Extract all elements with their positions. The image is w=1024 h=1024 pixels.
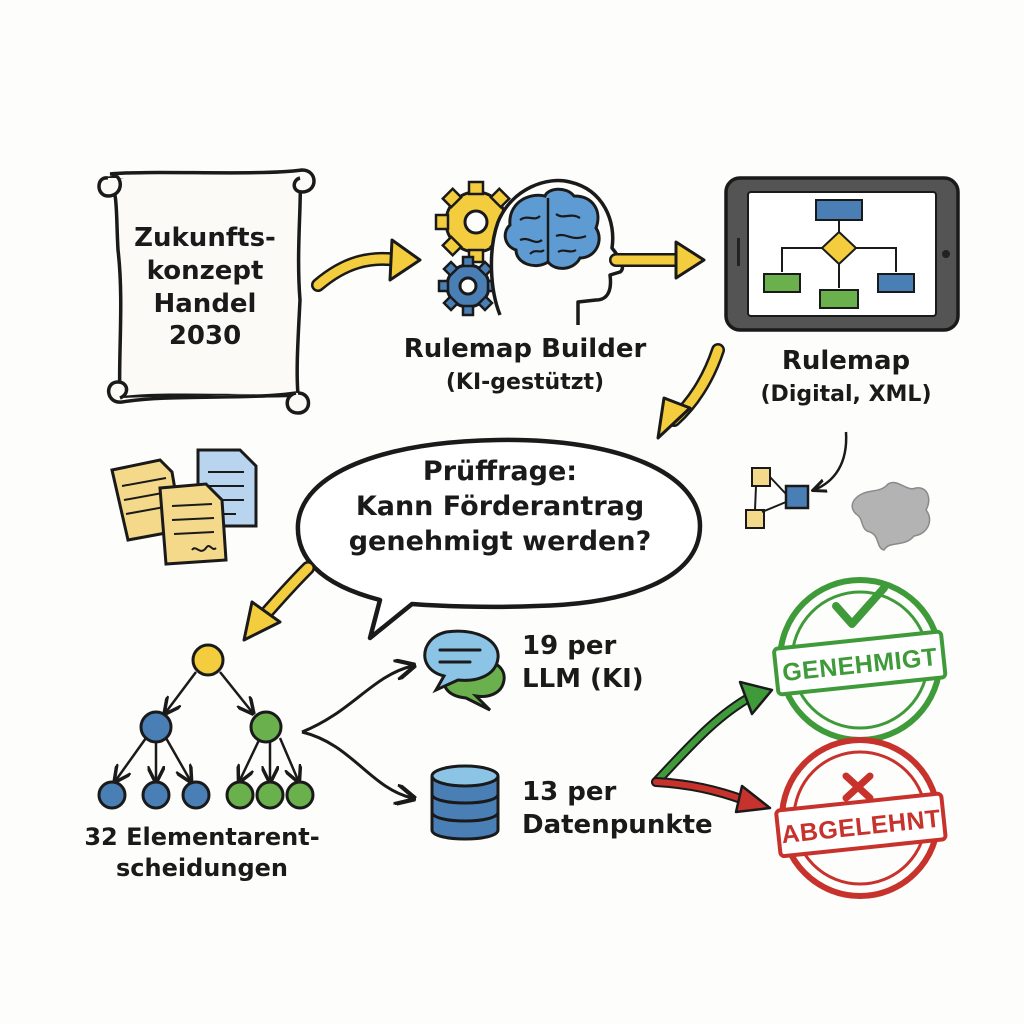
datapoints-label: 13 per Datenpunkte xyxy=(522,777,713,840)
tree-label: 32 Elementarent- scheidungen xyxy=(84,823,320,883)
speech-bubble xyxy=(295,437,703,641)
builder-label: Rulemap Builder (KI-gestützt) xyxy=(380,334,670,397)
decision-tree xyxy=(97,643,315,810)
cross-icon xyxy=(842,772,874,802)
arrow-tree-split xyxy=(301,666,412,798)
gear-icon xyxy=(437,255,499,317)
documents-icon xyxy=(110,448,258,566)
arrow-rulemap-to-question xyxy=(656,343,725,440)
mini-diagram-icon xyxy=(745,431,848,529)
arrow-question-to-tree xyxy=(242,561,315,642)
flowchart-icon xyxy=(763,199,915,309)
rulemap-label: Rulemap (Digital, XML) xyxy=(730,346,962,409)
chat-bubbles-icon xyxy=(423,629,506,712)
check-icon xyxy=(832,584,888,628)
arrow-to-rejected xyxy=(651,777,772,814)
database-icon xyxy=(430,764,500,841)
arrow-to-approved xyxy=(651,680,774,787)
rulemap-subtitle: (Digital, XML) xyxy=(760,381,932,407)
arrow-scroll-to-builder xyxy=(311,238,422,292)
region-map-icon xyxy=(851,481,931,551)
arrow-builder-to-rulemap xyxy=(609,240,706,280)
llm-label: 19 per LLM (KI) xyxy=(522,631,644,694)
builder-title: Rulemap Builder xyxy=(403,334,647,364)
question-text: Prüffrage: Kann Förderantrag genehmigt w… xyxy=(348,456,652,558)
approved-stamp: GENEHMIGT xyxy=(772,577,948,743)
builder-subtitle: (KI-gestützt) xyxy=(445,369,605,395)
scroll-label: Zukunfts- konzept Handel 2030 xyxy=(134,223,276,352)
head-brain-icon xyxy=(489,178,625,325)
rejected-stamp: ABGELEHNT xyxy=(774,737,948,899)
rulemap-title: Rulemap xyxy=(781,346,911,376)
scroll-document xyxy=(97,168,316,415)
